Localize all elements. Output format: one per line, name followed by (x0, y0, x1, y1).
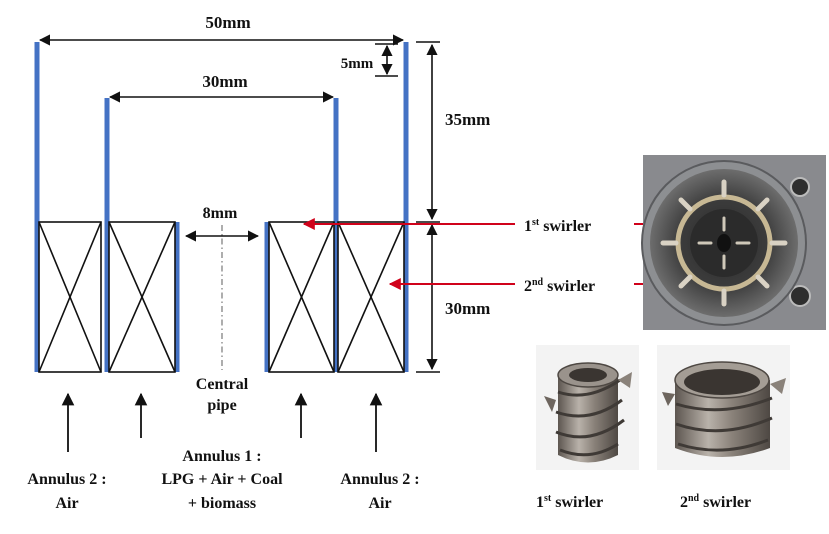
label-total-width: 50mm (205, 13, 250, 32)
photo-first-swirler (536, 345, 639, 470)
label-central-pipe-2: pipe (207, 397, 236, 414)
label-upper-height: 35mm (445, 110, 490, 129)
label-swirler-height: 30mm (445, 299, 490, 318)
swirler-box-right-inner (268, 221, 335, 373)
caption-second-swirler: 2nd swirler (680, 493, 751, 511)
inflow-arrows (61, 392, 383, 452)
label-annulus2-right-1: Annulus 2 : (340, 471, 419, 488)
swirler-box-right-outer (337, 221, 405, 373)
label-annulus2-right-2: Air (368, 495, 391, 512)
walls (34, 42, 409, 372)
label-step-height: 5mm (341, 56, 374, 72)
caption-first-swirler: 1st swirler (536, 493, 603, 511)
photo-burner-top-view (641, 155, 826, 330)
label-central-pipe-1: Central (196, 376, 249, 393)
label-annulus2-left-2: Air (55, 495, 78, 512)
label-inner-width: 30mm (202, 72, 247, 91)
label-annulus1-1: Annulus 1 : (182, 448, 261, 465)
label-annulus1-2: LPG + Air + Coal (161, 471, 283, 488)
swirler-box-left-inner (108, 221, 176, 373)
callout-first-swirler: 1st swirler (524, 217, 591, 235)
callout-second-swirler: 2nd swirler (524, 277, 595, 295)
dimension-lines (38, 34, 440, 373)
label-central-gap: 8mm (203, 205, 238, 222)
label-annulus2-left-1: Annulus 2 : (27, 471, 106, 488)
swirler-boxes (38, 221, 405, 373)
photo-second-swirler (657, 345, 790, 470)
label-annulus1-3: + biomass (188, 495, 256, 512)
swirler-box-left-outer (38, 221, 102, 373)
